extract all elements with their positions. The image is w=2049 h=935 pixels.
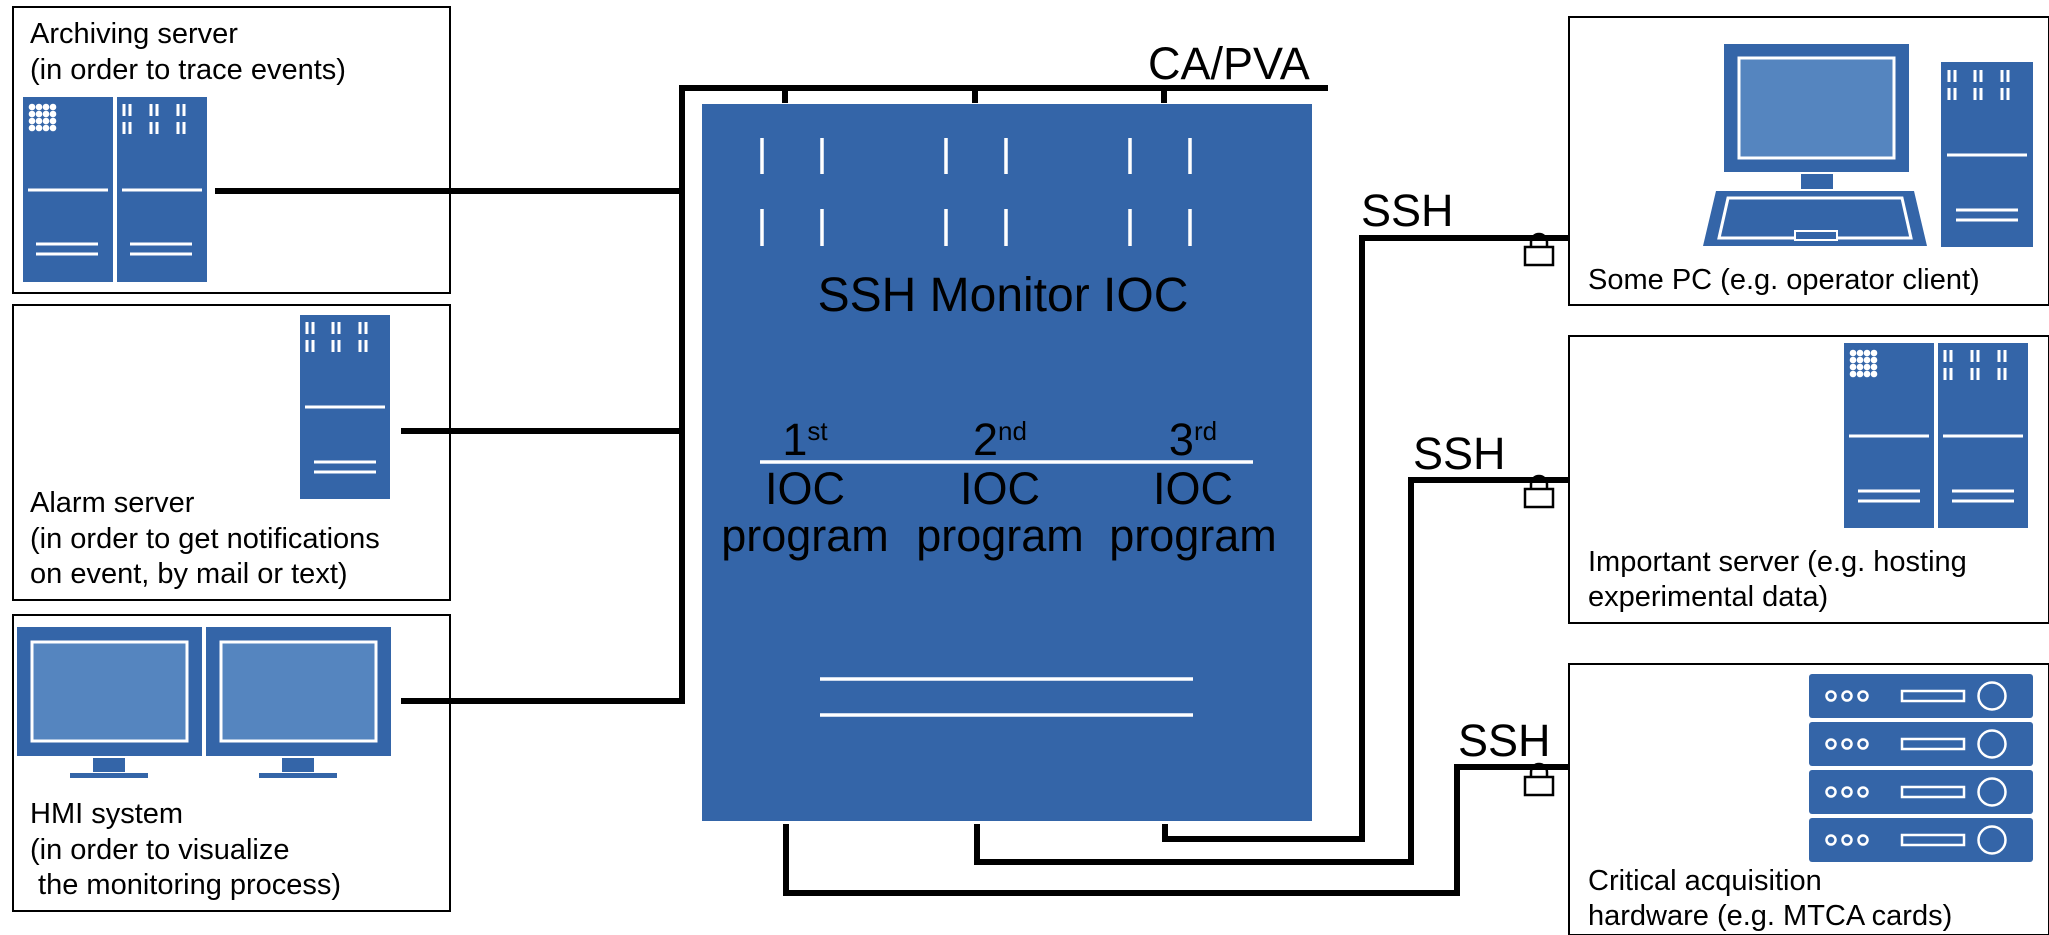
- svg-text:2nd: 2nd: [973, 414, 1027, 465]
- archiving-server-box: Archiving server (in order to trace even…: [12, 6, 451, 294]
- dual-monitor-icon: [17, 627, 391, 778]
- operator-pc-label: Some PC (e.g. operator client): [1588, 264, 1980, 296]
- ssh-link-pc: [1162, 235, 1700, 842]
- ioc-program-ordinal-suffix: rd: [1194, 416, 1217, 446]
- acquisition-hardware-box: Critical acquisition hardware (e.g. MTCA…: [1568, 663, 2049, 935]
- archiving-server-label: Archiving server: [30, 18, 238, 50]
- hmi-system-box: HMI system (in order to visualize the mo…: [12, 614, 451, 912]
- archiving-server-desc: (in order to trace events): [30, 54, 346, 86]
- svg-text:3rd: 3rd: [1169, 414, 1217, 465]
- ioc-title: SSH Monitor IOC: [818, 269, 1189, 322]
- ca-pva-bus: [215, 85, 1328, 704]
- alarm-server-desc-2: on event, by mail or text): [30, 558, 348, 590]
- server-rack-icon: [23, 97, 207, 282]
- important-server-desc: experimental data): [1588, 581, 1828, 613]
- ioc-program-ordinal: 2: [973, 414, 998, 465]
- alarm-server-desc-1: (in order to get notifications: [30, 523, 380, 555]
- server-rack-icon: [1844, 343, 2028, 528]
- ioc-program-ordinal: 1: [782, 414, 807, 465]
- ssh-label-server: SSH: [1413, 428, 1506, 479]
- ioc-program-3: 3rd IOC program: [1109, 414, 1277, 561]
- ioc-program-line2: program: [1109, 510, 1277, 561]
- ioc-program-ordinal-suffix: nd: [998, 416, 1027, 446]
- ioc-program-1: 1st IOC program: [721, 414, 889, 561]
- mtca-crate-icon: [1809, 674, 2033, 862]
- ssh-label-hardware: SSH: [1458, 715, 1551, 766]
- server-tower-icon: [300, 315, 390, 499]
- ioc-program-line2: program: [916, 510, 1084, 561]
- ioc-program-line1: IOC: [1153, 463, 1233, 514]
- ssh-monitor-ioc: SSH Monitor IOC 1st IOC program 2nd IOC …: [702, 104, 1312, 821]
- ioc-program-ordinal: 3: [1169, 414, 1194, 465]
- ioc-program-2: 2nd IOC program: [916, 414, 1084, 561]
- svg-text:1st: 1st: [782, 414, 828, 465]
- important-server-box: Important server (e.g. hosting experimen…: [1568, 335, 2049, 624]
- hmi-system-label: HMI system: [30, 798, 183, 830]
- acquisition-hardware-desc: hardware (e.g. MTCA cards): [1588, 900, 1952, 932]
- hmi-system-desc-2: the monitoring process): [30, 869, 341, 901]
- operator-pc-box: Some PC (e.g. operator client): [1568, 16, 2049, 306]
- hmi-system-desc-1: (in order to visualize: [30, 834, 290, 866]
- ca-pva-label: CA/PVA: [1148, 38, 1310, 89]
- alarm-server-label: Alarm server: [30, 487, 195, 519]
- alarm-server-box: Alarm server (in order to get notificati…: [12, 304, 451, 601]
- ssh-link-server: [974, 477, 1826, 865]
- ssh-label-pc: SSH: [1361, 185, 1454, 236]
- workstation-icon: [1703, 44, 2033, 247]
- important-server-label: Important server (e.g. hosting: [1588, 546, 1967, 578]
- ioc-program-line1: IOC: [960, 463, 1040, 514]
- acquisition-hardware-label: Critical acquisition: [1588, 865, 1822, 897]
- ioc-program-line2: program: [721, 510, 889, 561]
- ioc-program-ordinal-suffix: st: [807, 416, 828, 446]
- ioc-program-line1: IOC: [765, 463, 845, 514]
